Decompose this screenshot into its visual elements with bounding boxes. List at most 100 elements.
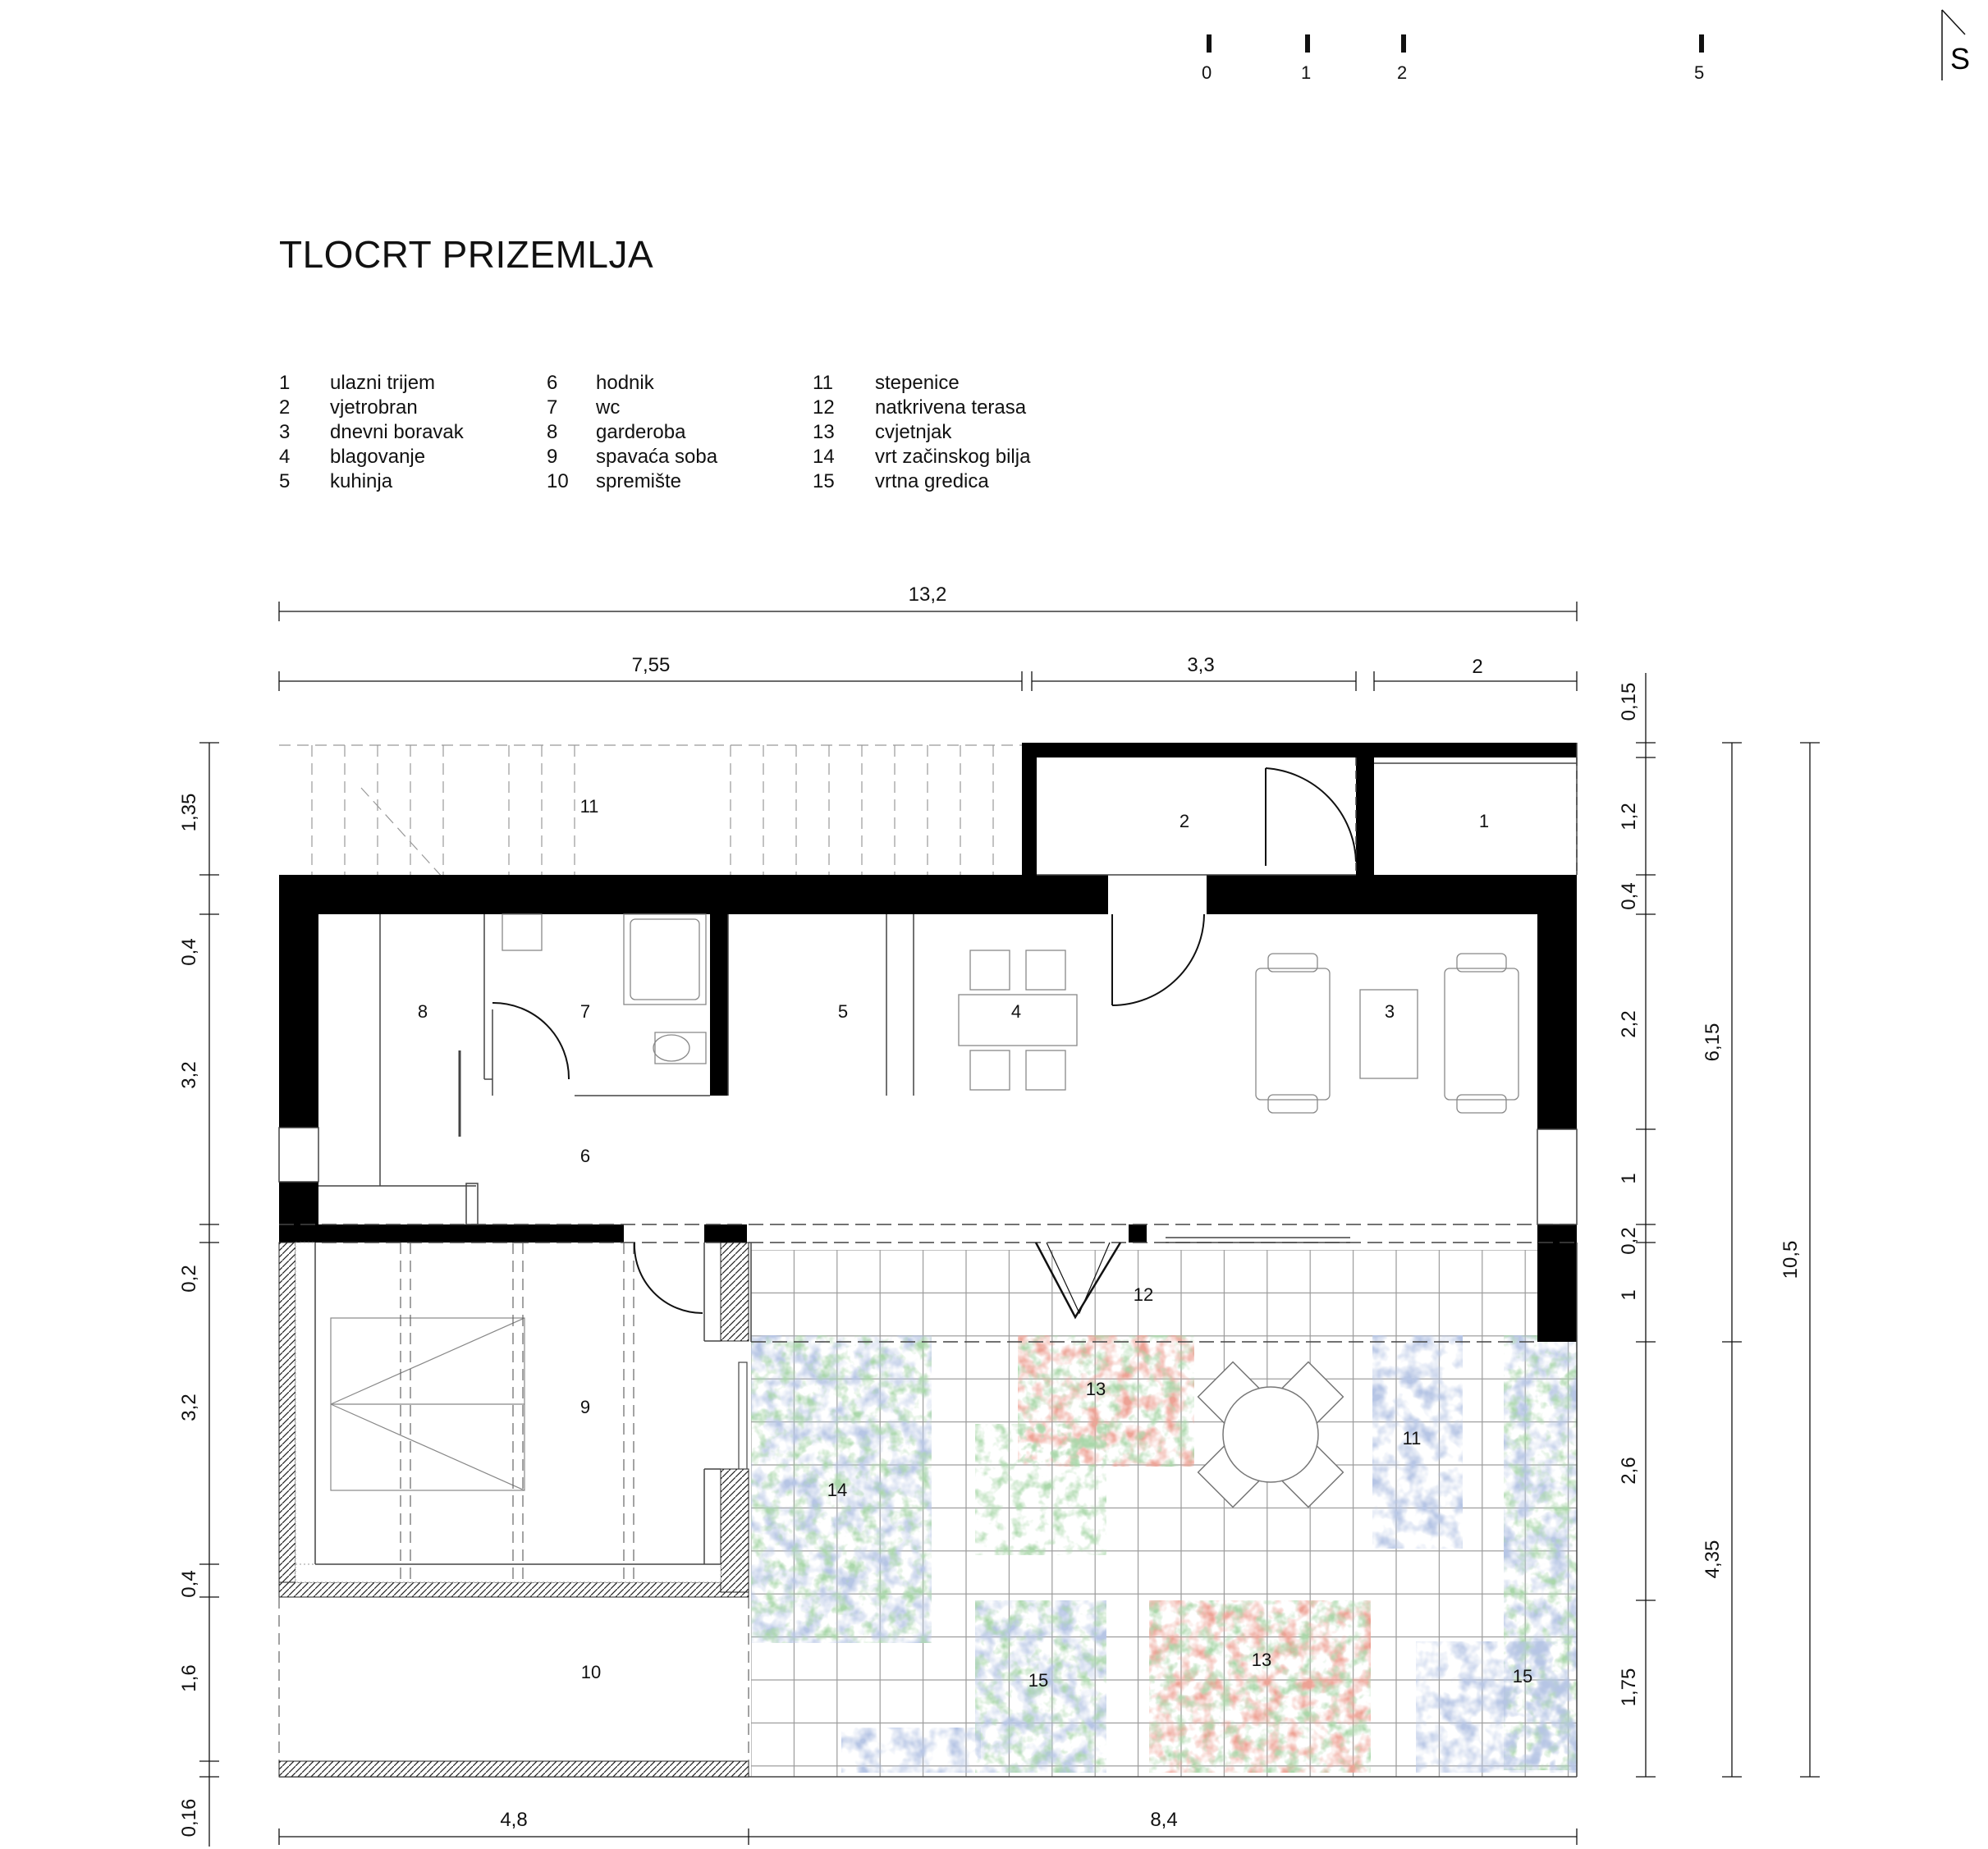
wc-fixtures — [502, 913, 707, 1064]
dim-right: 2,2 — [1618, 1010, 1640, 1037]
room-label-covered-terrace: 12 — [1134, 1284, 1153, 1305]
room-label-stairs-garden: 11 — [1403, 1428, 1422, 1449]
living-room-furniture — [1255, 953, 1519, 1114]
legend-number: 7 — [547, 396, 558, 419]
dim-top-b: 3,3 — [1187, 654, 1214, 676]
room-label-herb-garden: 14 — [827, 1480, 847, 1500]
legend-item: 12 natkrivena terasa — [813, 396, 1030, 420]
room-label-hallway: 6 — [580, 1146, 590, 1166]
bed — [330, 1243, 634, 1582]
legend-number: 1 — [279, 372, 291, 394]
legend-item: 3 dnevni boravak — [279, 420, 464, 445]
dim-left: 0,2 — [178, 1265, 200, 1292]
dim-right-outer: 10,5 — [1780, 1241, 1802, 1279]
terrace-table — [1197, 1361, 1344, 1508]
room-label-flower-garden-2: 13 — [1252, 1650, 1271, 1670]
vegetable-bed-left-green — [975, 1600, 1106, 1773]
legend-label: stepenice — [875, 372, 960, 394]
north-label: S — [1950, 42, 1970, 76]
legend-number: 9 — [547, 446, 558, 468]
scale-tick-label: 2 — [1397, 62, 1407, 83]
legend-item: 10 spremište — [547, 469, 717, 494]
legend-label: wc — [596, 396, 621, 419]
scale-bar: 0 1 2 5 — [1202, 34, 1704, 83]
flower-bed-bottom-green — [1149, 1600, 1371, 1773]
vegetable-bed-right — [1416, 1641, 1577, 1773]
dim-right: 0,15 — [1618, 683, 1640, 721]
legend-label: ulazni trijem — [330, 372, 436, 394]
legend-label: dnevni boravak — [330, 421, 464, 443]
legend-item: 1 ulazni trijem — [279, 371, 464, 396]
legend-column-1: 1 ulazni trijem 2 vjetrobran 3 dnevni borav… — [279, 371, 464, 494]
thin-partitions — [278, 743, 1578, 1778]
flower-bed-top-green — [1018, 1335, 1194, 1467]
dim-left: 1,6 — [178, 1664, 200, 1691]
dimension-texts: 13,2 7,55 3,3 2 4,8 8,4 1,35 0,4 3,2 0,2… — [178, 584, 1802, 1837]
room-label-stairs: 11 — [580, 796, 599, 817]
room-label-vestibule: 2 — [1180, 811, 1189, 831]
dim-top-total: 13,2 — [909, 584, 947, 606]
legend-label: kuhinja — [330, 470, 393, 492]
herb-garden-bed-green — [751, 1335, 932, 1643]
plan-title: TLOCRT PRIZEMLJA — [279, 233, 654, 276]
dining-table — [958, 950, 1078, 1091]
legend-item: 9 spavaća soba — [547, 445, 717, 469]
walls — [279, 743, 1577, 1342]
legend-label: blagovanje — [330, 446, 426, 468]
dim-left: 3,2 — [178, 1061, 200, 1088]
room-label-flower-garden: 13 — [1086, 1379, 1106, 1399]
dim-right: 1,75 — [1618, 1668, 1640, 1707]
legend-number: 12 — [813, 396, 835, 419]
dim-right: 1,2 — [1618, 803, 1640, 830]
legend-item: 4 blagovanje — [279, 445, 464, 469]
dim-bottom-b: 8,4 — [1150, 1809, 1177, 1831]
legend-label: vrtna gredica — [875, 470, 989, 492]
legend-label: natkrivena terasa — [875, 396, 1027, 419]
legend-label: spavaća soba — [596, 446, 718, 468]
legend-number: 3 — [279, 421, 291, 443]
garden-bed-right-upper — [1372, 1335, 1463, 1549]
dim-right: 0,2 — [1618, 1227, 1640, 1254]
room-label-wardrobe: 8 — [418, 1001, 428, 1022]
room-label-bedroom: 9 — [580, 1397, 590, 1417]
legend-item: 14 vrt začinskog bilja — [813, 445, 1030, 469]
dim-right-mid: 6,15 — [1702, 1023, 1724, 1062]
legend-number: 14 — [813, 446, 835, 468]
legend-label: cvjetnjak — [875, 421, 952, 443]
legend-label: garderoba — [596, 421, 686, 443]
legend-number: 4 — [279, 446, 291, 468]
room-label-entrance-porch: 1 — [1479, 811, 1489, 831]
legend-item: 5 kuhinja — [279, 469, 464, 494]
legend-item: 2 vjetrobran — [279, 396, 464, 420]
legend-number: 6 — [547, 372, 558, 394]
dimension-lines — [199, 602, 1820, 1847]
dim-right: 2,6 — [1618, 1457, 1640, 1484]
dim-right: 1 — [1618, 1289, 1640, 1300]
dim-bottom-a: 4,8 — [500, 1809, 527, 1831]
legend-label: vjetrobran — [330, 396, 418, 419]
stair-top — [279, 744, 1022, 879]
legend-label: spremište — [596, 470, 682, 492]
dim-right: 1 — [1618, 1173, 1640, 1183]
room-label-garden-bed: 15 — [1028, 1670, 1048, 1691]
legend-label: vrt začinskog bilja — [875, 446, 1031, 468]
scale-tick-label: 5 — [1694, 62, 1704, 83]
legend-item: 11 stepenice — [813, 371, 1030, 396]
doors — [492, 767, 1357, 1320]
scale-tick-label: 1 — [1301, 62, 1311, 83]
dim-left: 1,35 — [178, 794, 200, 832]
dim-left: 3,2 — [178, 1394, 200, 1421]
legend-number: 11 — [813, 372, 833, 394]
room-label-kitchen: 5 — [838, 1001, 848, 1022]
legend-number: 2 — [279, 396, 291, 419]
legend-number: 10 — [547, 470, 569, 492]
vegetable-bed-bottom-strip — [841, 1728, 981, 1773]
legend-label: hodnik — [596, 372, 654, 394]
bedroom-walls — [278, 1242, 749, 1778]
legend-item: 7 wc — [547, 396, 717, 420]
legend-number: 5 — [279, 470, 291, 492]
